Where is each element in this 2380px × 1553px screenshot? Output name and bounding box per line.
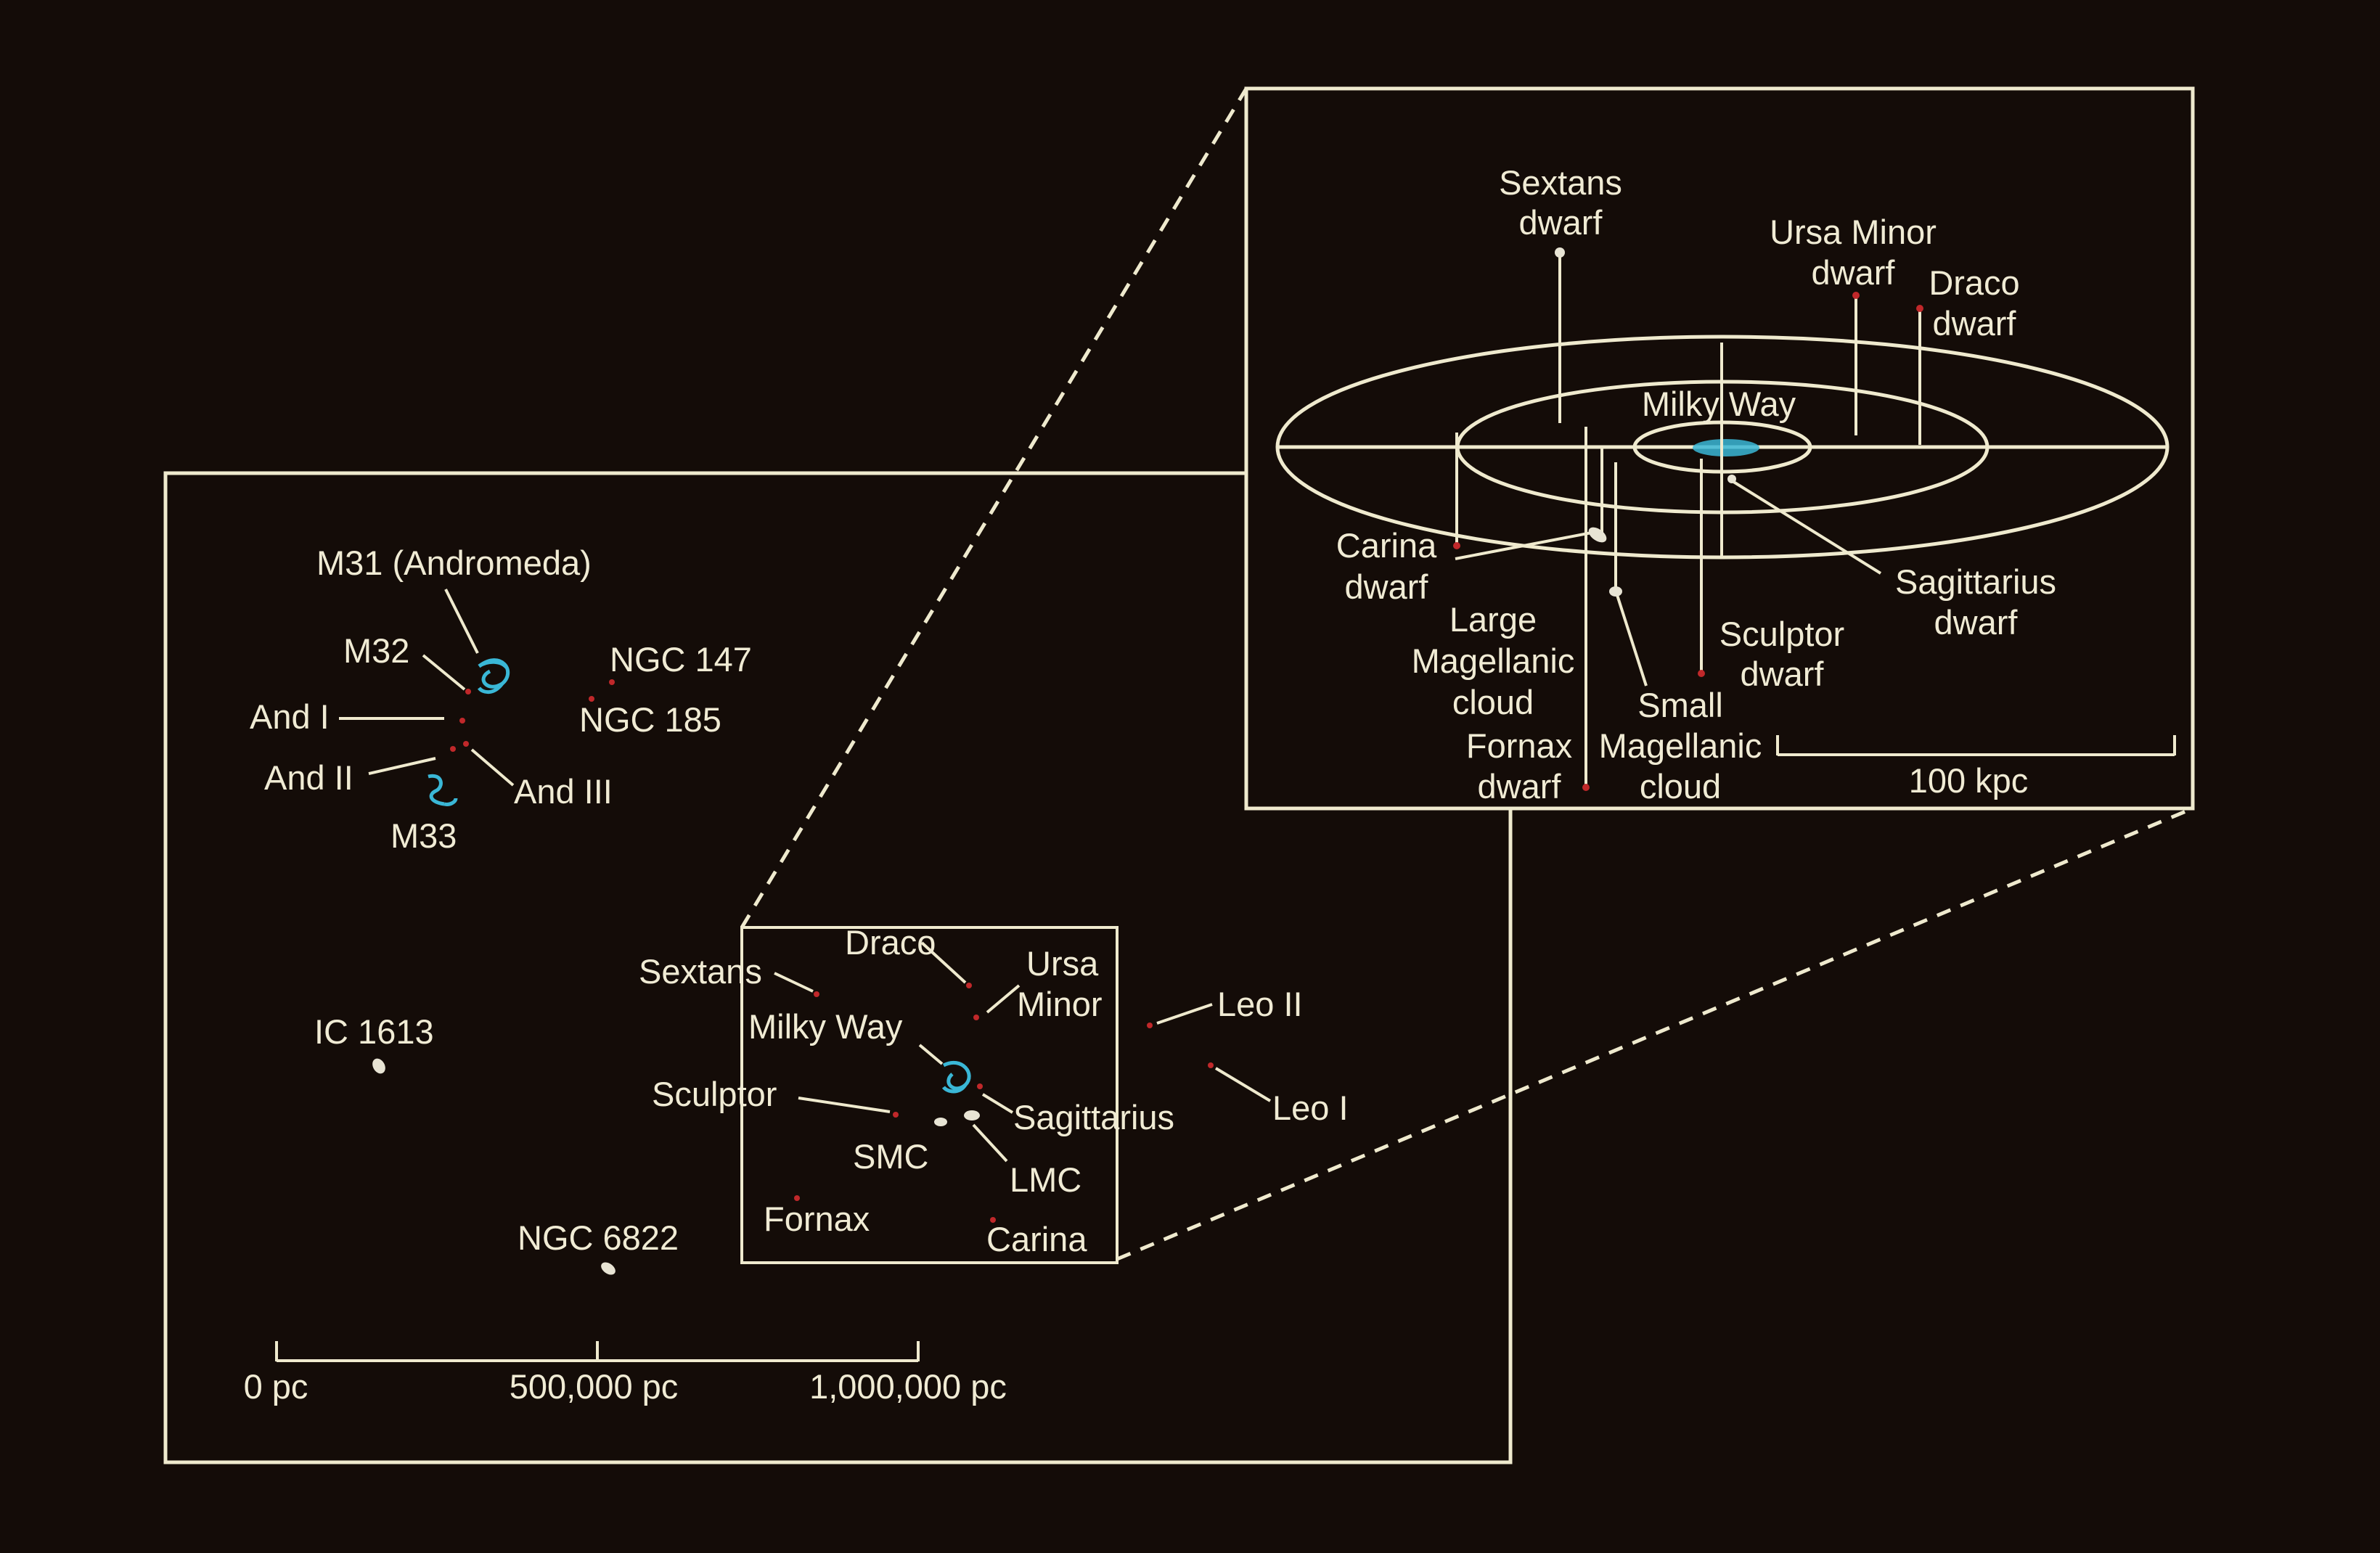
label-m31: M31 (Andromeda) bbox=[316, 544, 592, 582]
inset-label-sextans-1: Sextans bbox=[1499, 163, 1622, 202]
scale-tick-0: 0 pc bbox=[244, 1367, 308, 1406]
scale-tick-500k: 500,000 pc bbox=[510, 1367, 679, 1406]
inset-fornax-dot bbox=[1582, 784, 1590, 791]
inset-draco-dot bbox=[1916, 305, 1923, 312]
inset-label-ursa-minor-2: dwarf bbox=[1812, 253, 1896, 292]
leo2-dot bbox=[1147, 1023, 1153, 1028]
leo1-dot bbox=[1208, 1062, 1214, 1068]
label-m33: M33 bbox=[390, 816, 457, 855]
ursa-minor-dot bbox=[973, 1015, 979, 1020]
label-ursa-minor-2: Minor bbox=[1017, 985, 1103, 1023]
inset-label-lmc-3: cloud bbox=[1452, 683, 1534, 721]
inset-label-smc-3: cloud bbox=[1640, 767, 1721, 806]
inset-label-draco-2: dwarf bbox=[1933, 304, 2017, 343]
m33-spiral-icon bbox=[428, 774, 458, 806]
inset-label-milky-way: Milky Way bbox=[1642, 385, 1796, 423]
label-sculptor: Sculptor bbox=[652, 1075, 777, 1113]
label-ngc185: NGC 185 bbox=[579, 700, 721, 739]
local-group-labels: M31 (Andromeda) M32 NGC 147 NGC 185 And … bbox=[250, 544, 1349, 1258]
zoom-connector-top bbox=[740, 87, 1248, 929]
local-group-frame bbox=[163, 471, 1513, 1464]
dwarf-galaxy-dots bbox=[450, 679, 1214, 1223]
sagittarius-dot bbox=[977, 1083, 983, 1089]
ic1613-blob bbox=[372, 1058, 385, 1074]
inset-label-sagittarius-1: Sagittarius bbox=[1895, 562, 2056, 601]
label-lmc: LMC bbox=[1010, 1160, 1081, 1199]
irregular-galaxies bbox=[372, 1058, 980, 1275]
inset-scale-bar: 100 kpc bbox=[1776, 735, 2176, 800]
label-fornax: Fornax bbox=[764, 1200, 870, 1238]
sextans-dot bbox=[814, 991, 819, 997]
label-sextans: Sextans bbox=[639, 952, 762, 991]
inset-label-lmc-2: Magellanic bbox=[1412, 642, 1575, 680]
label-ngc6822: NGC 6822 bbox=[518, 1218, 679, 1257]
inset-carina-dot bbox=[1453, 542, 1460, 549]
m32-dot bbox=[465, 689, 471, 694]
label-milky-way: Milky Way bbox=[748, 1007, 903, 1046]
label-leo1: Leo I bbox=[1272, 1089, 1349, 1127]
inset-scale-label: 100 kpc bbox=[1909, 761, 2029, 800]
sculptor-dot bbox=[893, 1112, 899, 1118]
label-ic1613: IC 1613 bbox=[314, 1012, 434, 1051]
label-draco: Draco bbox=[845, 923, 936, 962]
inset-label-lmc-1: Large bbox=[1449, 600, 1537, 639]
inset-drop-lines bbox=[1455, 253, 1921, 787]
ngc147-dot bbox=[609, 679, 615, 685]
inset-label-draco-1: Draco bbox=[1929, 263, 2019, 302]
label-ngc147: NGC 147 bbox=[610, 640, 752, 679]
fornax-dot bbox=[794, 1195, 800, 1201]
local-group-objects bbox=[372, 658, 1214, 1275]
and3-dot bbox=[463, 741, 469, 747]
smc-blob bbox=[934, 1118, 947, 1126]
inset-label-sculptor-1: Sculptor bbox=[1719, 615, 1844, 653]
label-and2: And II bbox=[264, 758, 353, 797]
ngc6822-blob bbox=[601, 1262, 616, 1275]
label-carina: Carina bbox=[986, 1220, 1087, 1258]
inset-label-smc-2: Magellanic bbox=[1599, 726, 1762, 765]
label-and3: And III bbox=[514, 772, 613, 811]
inset-sculptor-dot bbox=[1698, 670, 1705, 677]
ngc185-dot bbox=[589, 696, 594, 702]
zoom-connectors bbox=[740, 87, 2193, 1261]
m31-spiral-icon bbox=[477, 658, 510, 694]
zoom-connector-bottom bbox=[1116, 806, 2193, 1261]
distance-scale-bar: 0 pc 500,000 pc 1,000,000 pc bbox=[244, 1341, 1007, 1406]
inset-label-fornax-1: Fornax bbox=[1466, 726, 1572, 765]
label-ursa-minor-1: Ursa bbox=[1026, 944, 1099, 983]
inset-label-sculptor-2: dwarf bbox=[1741, 655, 1825, 693]
inset-label-fornax-2: dwarf bbox=[1478, 767, 1562, 806]
milky-way-spiral-icon bbox=[941, 1060, 971, 1094]
carina-dot bbox=[990, 1217, 996, 1223]
label-leo2: Leo II bbox=[1217, 985, 1303, 1023]
label-m32: M32 bbox=[343, 631, 409, 670]
inset-label-carina-2: dwarf bbox=[1345, 567, 1429, 606]
and1-dot bbox=[459, 718, 465, 724]
inset-ursa-minor-dot bbox=[1852, 292, 1860, 299]
inset-label-sextans-2: dwarf bbox=[1519, 203, 1603, 242]
milky-way-zoom-box bbox=[740, 926, 1119, 1264]
inset-label-ursa-minor-1: Ursa Minor bbox=[1770, 213, 1937, 251]
draco-dot bbox=[966, 983, 972, 988]
inset-sagittarius-dot bbox=[1727, 475, 1736, 483]
inset-label-sagittarius-2: dwarf bbox=[1934, 603, 2019, 642]
lmc-blob bbox=[964, 1110, 980, 1120]
label-smc: SMC bbox=[853, 1137, 928, 1176]
and2-dot bbox=[450, 746, 456, 752]
inset-label-carina-1: Carina bbox=[1336, 526, 1437, 565]
label-sagittarius: Sagittarius bbox=[1013, 1098, 1174, 1136]
inset-smc-blob bbox=[1609, 586, 1622, 597]
inset-lmc-blob bbox=[1588, 527, 1607, 543]
label-and1: And I bbox=[250, 697, 330, 736]
inset-milky-way-disk-icon bbox=[1693, 439, 1759, 456]
local-group-leaders bbox=[339, 589, 1272, 1163]
inset-label-smc-1: Small bbox=[1637, 686, 1723, 724]
inset-objects bbox=[1453, 247, 1923, 791]
inset-labels: Sextans dwarf Ursa Minor dwarf Draco dwa… bbox=[1336, 163, 2056, 806]
inset-sextans-dot bbox=[1555, 247, 1565, 258]
scale-tick-1m: 1,000,000 pc bbox=[809, 1367, 1007, 1406]
